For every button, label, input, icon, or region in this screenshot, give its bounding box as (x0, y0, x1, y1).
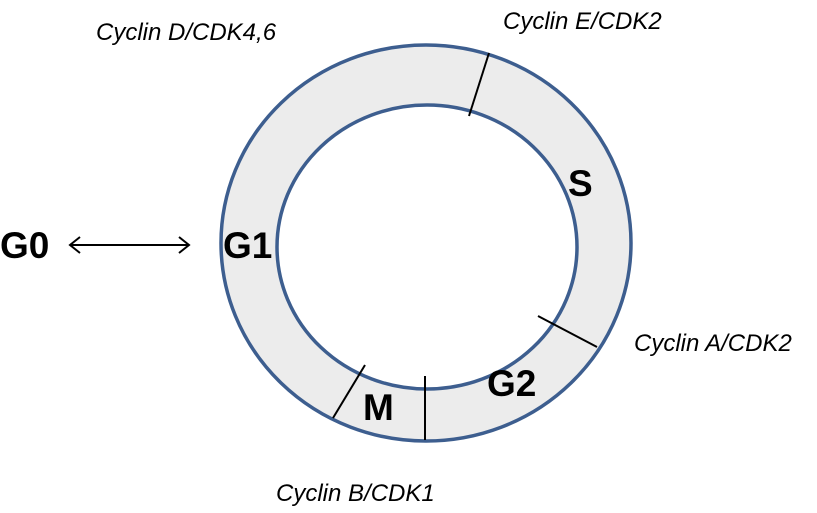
g0-g1-double-arrow (68, 236, 191, 254)
divider-s-g2 (537, 315, 598, 348)
cyclin-label-d: Cyclin D/CDK4,6 (96, 19, 277, 46)
cyclin-label-e: Cyclin E/CDK2 (503, 8, 662, 35)
phase-label-m: M (363, 387, 394, 428)
phase-label-g2: G2 (487, 363, 536, 404)
cyclin-label-b: Cyclin B/CDK1 (276, 480, 435, 507)
cyclin-label-a: Cyclin A/CDK2 (634, 330, 792, 357)
inner-ring-border (275, 103, 579, 391)
divider-g1-s (468, 52, 490, 117)
phase-label-s: S (568, 163, 593, 204)
phase-label-g1: G1 (223, 225, 272, 266)
divider-m-g1 (332, 364, 366, 419)
outer-ring-border (219, 43, 633, 443)
phase-label-g0: G0 (0, 225, 49, 266)
